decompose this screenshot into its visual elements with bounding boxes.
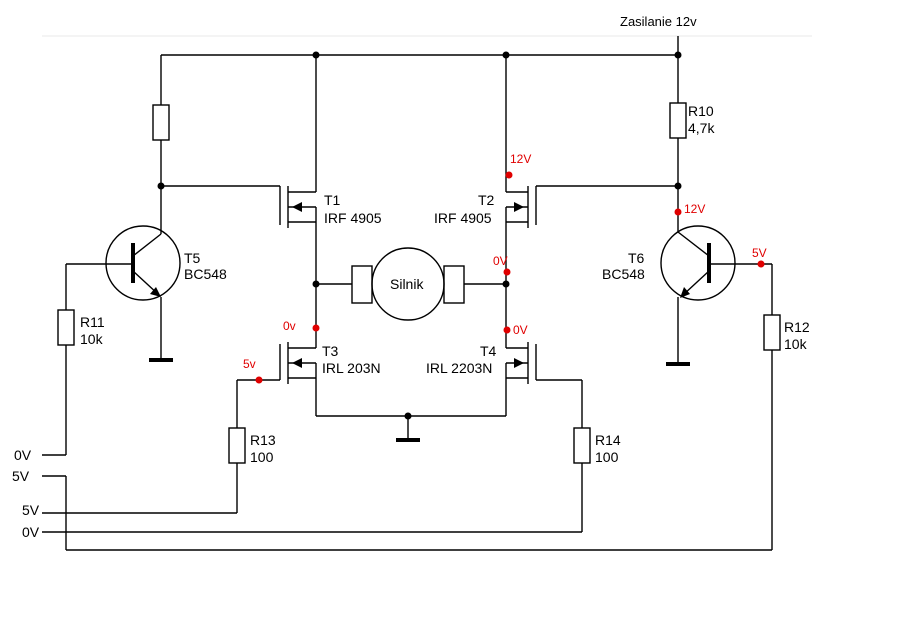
t5-part: BC548 <box>184 266 227 282</box>
t3-name: T3 <box>322 343 339 359</box>
r12-name: R12 <box>784 319 810 335</box>
r11-value: 10k <box>80 331 104 347</box>
t1-name: T1 <box>324 192 341 208</box>
input-1-label: 0V <box>14 447 32 463</box>
t4-part: IRL 2203N <box>426 360 492 376</box>
t2-name: T2 <box>478 192 495 208</box>
t4-name: T4 <box>480 343 497 359</box>
supply-label: Zasilanie 12v <box>620 14 697 29</box>
r14-value: 100 <box>595 449 619 465</box>
t2-source-voltage: 12V <box>510 152 531 166</box>
r14-name: R14 <box>595 432 621 448</box>
input-3-label: 5V <box>22 502 40 518</box>
r13-name: R13 <box>250 432 276 448</box>
t3-mosfet <box>279 284 317 416</box>
r13-value: 100 <box>250 449 274 465</box>
supply-rail <box>161 36 682 59</box>
t6-name: T6 <box>628 250 645 266</box>
t2-part: IRF 4905 <box>434 210 492 226</box>
t1-mosfet <box>279 55 317 284</box>
t6-collector-voltage: 12V <box>684 202 705 216</box>
motor-label: Silnik <box>390 276 424 292</box>
r11-name: R11 <box>80 314 105 330</box>
r14-resistor <box>42 380 591 533</box>
r10-value: 4,7k <box>688 120 715 136</box>
left-pullup-resistor <box>152 55 170 190</box>
t5-name: T5 <box>184 250 201 266</box>
t4-mosfet <box>505 284 537 416</box>
input-4-label: 0V <box>22 524 40 540</box>
t2-mosfet <box>505 55 537 284</box>
r13-resistor <box>42 380 246 514</box>
r10-name: R10 <box>688 103 714 119</box>
input-2-label: 5V <box>12 468 30 484</box>
right-output-voltage: 0V <box>493 254 508 268</box>
t3-part: IRL 203N <box>322 360 381 376</box>
t6-base-voltage: 5V <box>752 246 767 260</box>
r12-value: 10k <box>784 336 808 352</box>
t6-bjt <box>660 225 772 366</box>
t4-drain-voltage: 0V <box>513 323 528 337</box>
t3-gate-voltage: 5v <box>243 357 256 371</box>
t3-drain-voltage: 0v <box>283 319 296 333</box>
t5-bjt <box>66 186 181 362</box>
r10-resistor <box>669 55 687 232</box>
r11-resistor <box>42 264 75 456</box>
voltage-markers <box>255 171 765 384</box>
r12-resistor <box>42 264 781 551</box>
t1-part: IRF 4905 <box>324 210 382 226</box>
bottom-ground <box>316 412 506 442</box>
t6-part: BC548 <box>602 266 645 282</box>
